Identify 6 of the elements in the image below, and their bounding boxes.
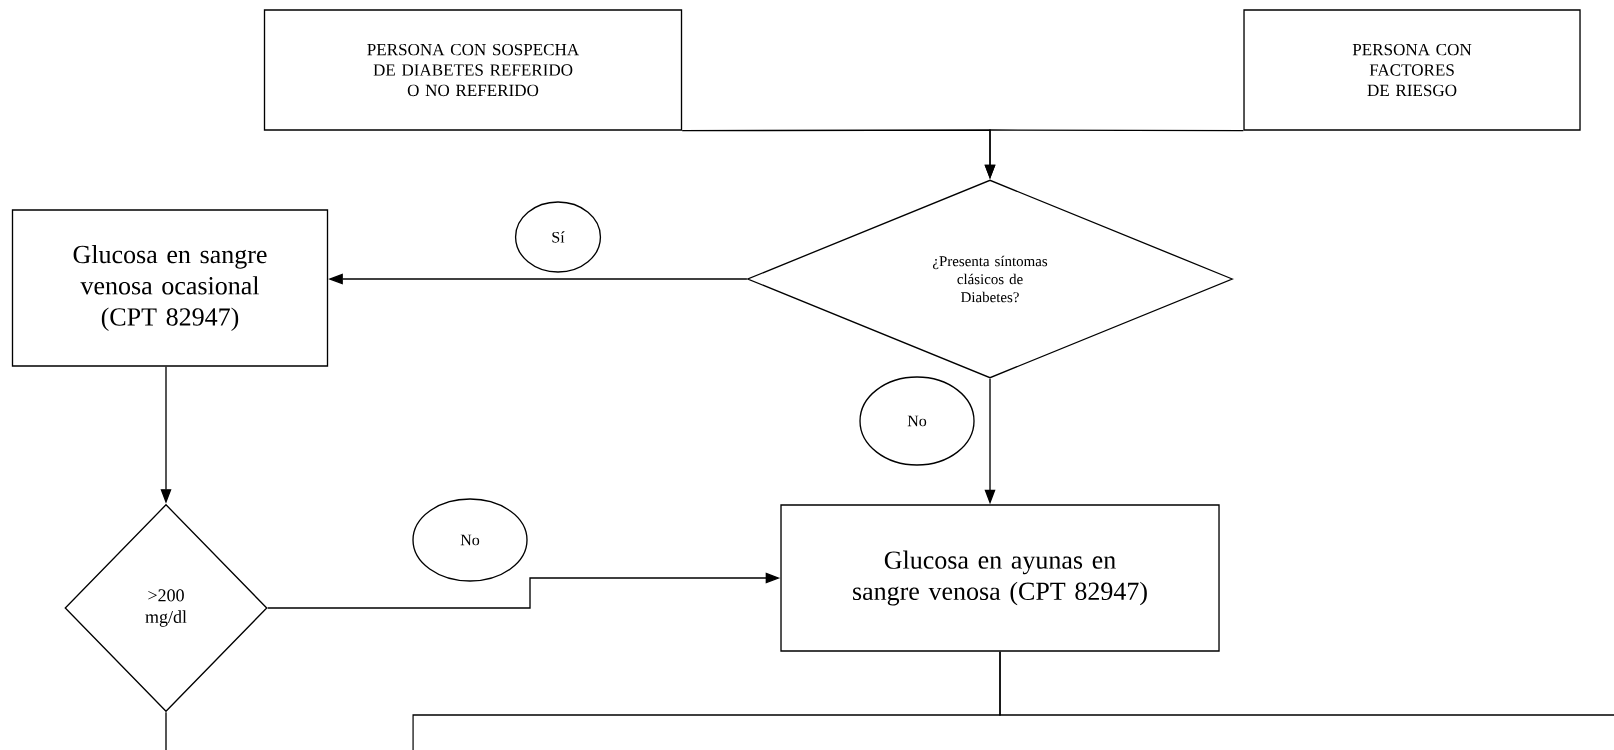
process-box: Glucosa en ayunas en sangre venosa (CPT 82947) xyxy=(780,504,1220,652)
process-box: PERSONA CON SOSPECHA DE DIABETES REFERIDO O NO REFERIDO xyxy=(263,9,683,131)
connector-line xyxy=(165,711,167,750)
process-box: Glucosa en sangre venosa ocasional (CPT 82947) xyxy=(11,209,329,367)
connector-line xyxy=(999,651,1614,716)
process-box: PERSONA CON FACTORES DE RIESGO xyxy=(1243,9,1581,131)
